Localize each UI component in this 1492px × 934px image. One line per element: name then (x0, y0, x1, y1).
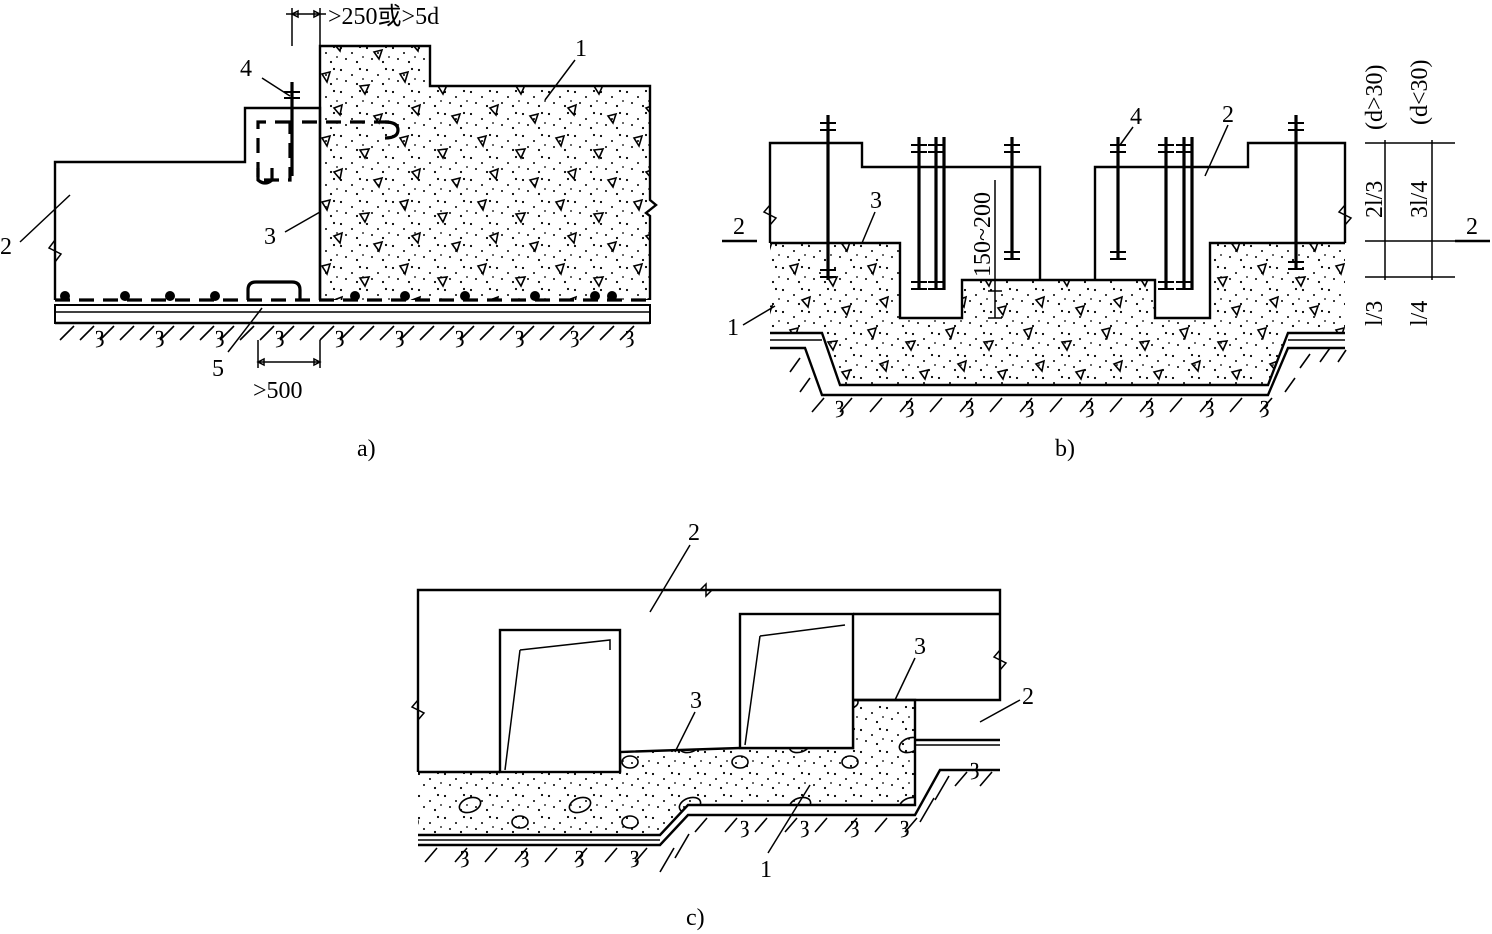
c-label-2-right: 2 (1022, 684, 1034, 710)
b-label-2: 2 (1222, 102, 1234, 128)
label-5: 5 (212, 356, 224, 382)
dim-150-200: 150~200 (970, 192, 996, 277)
step-rebar (256, 120, 395, 182)
cond-d-lt: (d<30) (1407, 59, 1433, 125)
svg-text:ȝ: ȝ (155, 322, 164, 348)
dim-l3: l/3 (1362, 301, 1388, 326)
dim-2l3: 2l/3 (1362, 181, 1388, 218)
svg-text:ȝ: ȝ (215, 322, 224, 348)
dim-3l4: 3l/4 (1407, 181, 1433, 218)
dim-bottom-label: >500 (253, 378, 303, 404)
svg-text:ȝ: ȝ (575, 842, 584, 868)
svg-text:ȝ: ȝ (625, 322, 634, 348)
old-concrete-outline (53, 106, 322, 300)
anchor-bolts (820, 115, 1304, 290)
svg-text:ȝ: ȝ (630, 842, 639, 868)
svg-text:ȝ: ȝ (1260, 392, 1269, 418)
svg-text:ȝ: ȝ (1085, 392, 1094, 418)
cond-d-gt: (d>30) (1362, 64, 1388, 130)
c-label-3-left: 3 (690, 688, 702, 714)
svg-text:ȝ: ȝ (520, 842, 529, 868)
svg-text:ȝ: ȝ (1025, 392, 1034, 418)
svg-text:ȝ: ȝ (455, 322, 464, 348)
svg-text:ȝ: ȝ (515, 322, 524, 348)
b-label-1: 1 (727, 315, 739, 341)
base-slab (54, 304, 651, 324)
b-label-3: 3 (870, 188, 882, 214)
rebar-dots (60, 291, 617, 301)
c-label-1: 1 (760, 857, 772, 883)
caption-c: c) (686, 905, 705, 931)
svg-text:ȝ: ȝ (900, 812, 909, 838)
svg-text:ȝ: ȝ (95, 322, 104, 348)
b-label-4: 4 (1130, 104, 1142, 130)
svg-text:ȝ: ȝ (835, 392, 844, 418)
dim-top-label: >250或>5d (328, 3, 439, 30)
section-left: 2 (733, 214, 745, 240)
svg-text:ȝ: ȝ (905, 392, 914, 418)
section-right: 2 (1466, 214, 1478, 240)
c-label-3-right: 3 (914, 634, 926, 660)
label-1: 1 (575, 36, 587, 62)
svg-text:ȝ: ȝ (460, 842, 469, 868)
svg-text:ȝ: ȝ (800, 812, 809, 838)
svg-text:ȝ: ȝ (965, 392, 974, 418)
label-2: 2 (0, 234, 12, 260)
svg-text:ȝ: ȝ (275, 322, 284, 348)
bottom-hook (246, 280, 302, 300)
label-3: 3 (264, 224, 276, 250)
svg-text:ȝ: ȝ (1205, 392, 1214, 418)
svg-text:ȝ: ȝ (850, 812, 859, 838)
figure-b: ȝ ȝ ȝ ȝ ȝ ȝ ȝ ȝ 150~200 (722, 59, 1490, 462)
caption-b: b) (1055, 436, 1075, 462)
label-4: 4 (240, 56, 252, 82)
caption-a: a) (357, 436, 376, 462)
svg-text:ȝ: ȝ (570, 322, 579, 348)
figure-c: ȝ ȝ ȝ ȝ ȝ ȝ ȝ ȝ ȝ 2 2 3 3 1 c) (410, 520, 1034, 931)
c-label-2-top: 2 (688, 520, 700, 546)
dim-l4: l/4 (1407, 301, 1433, 326)
svg-text:ȝ: ȝ (395, 322, 404, 348)
svg-text:ȝ: ȝ (740, 812, 749, 838)
svg-text:ȝ: ȝ (1145, 392, 1154, 418)
figure-a: ȝ ȝ ȝ ȝ ȝ ȝ ȝ ȝ ȝ ȝ >250或>5d (0, 3, 658, 462)
svg-text:ȝ: ȝ (335, 322, 344, 348)
svg-text:ȝ: ȝ (970, 754, 979, 780)
